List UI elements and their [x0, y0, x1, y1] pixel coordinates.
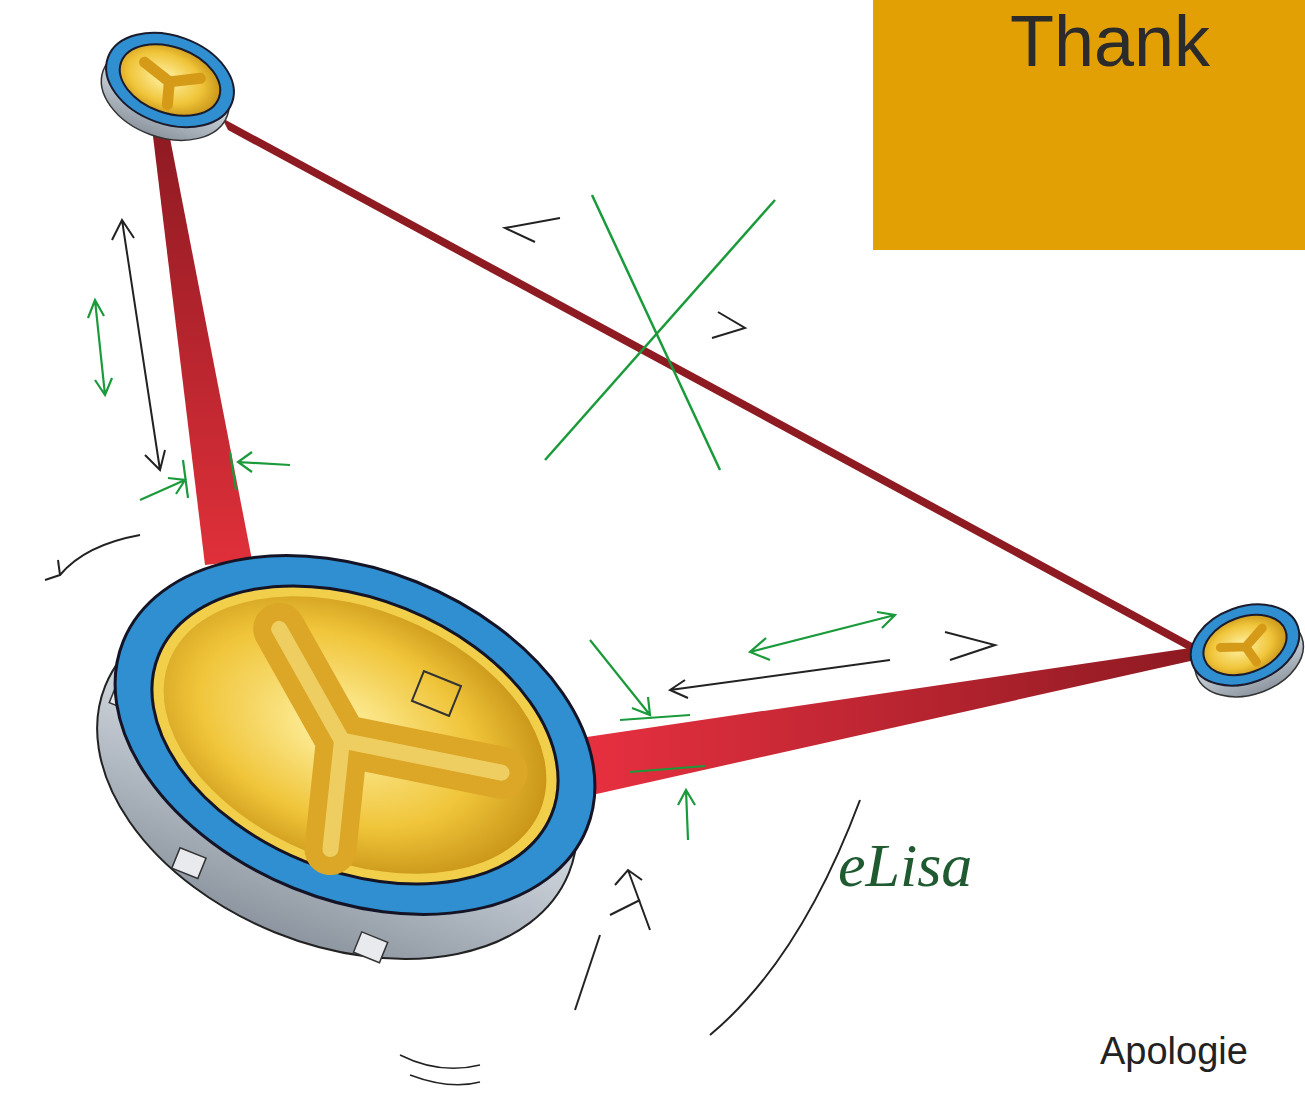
title-box: Thank [873, 0, 1305, 250]
note-text: Apologie [1100, 1030, 1248, 1073]
motion-lines [400, 1055, 480, 1085]
spacecraft [1179, 590, 1305, 711]
wave-polarisation [545, 195, 775, 470]
spacecraft [88, 16, 247, 157]
spacecraft [43, 488, 648, 1026]
laser-beam [152, 128, 252, 565]
title-text: Thank [1010, 2, 1305, 81]
motion-arrow [45, 218, 995, 1010]
pen-stroke [710, 800, 860, 1035]
motion-arrow [88, 300, 895, 840]
signature: eLisa [838, 830, 972, 901]
laser-beam [580, 648, 1195, 795]
